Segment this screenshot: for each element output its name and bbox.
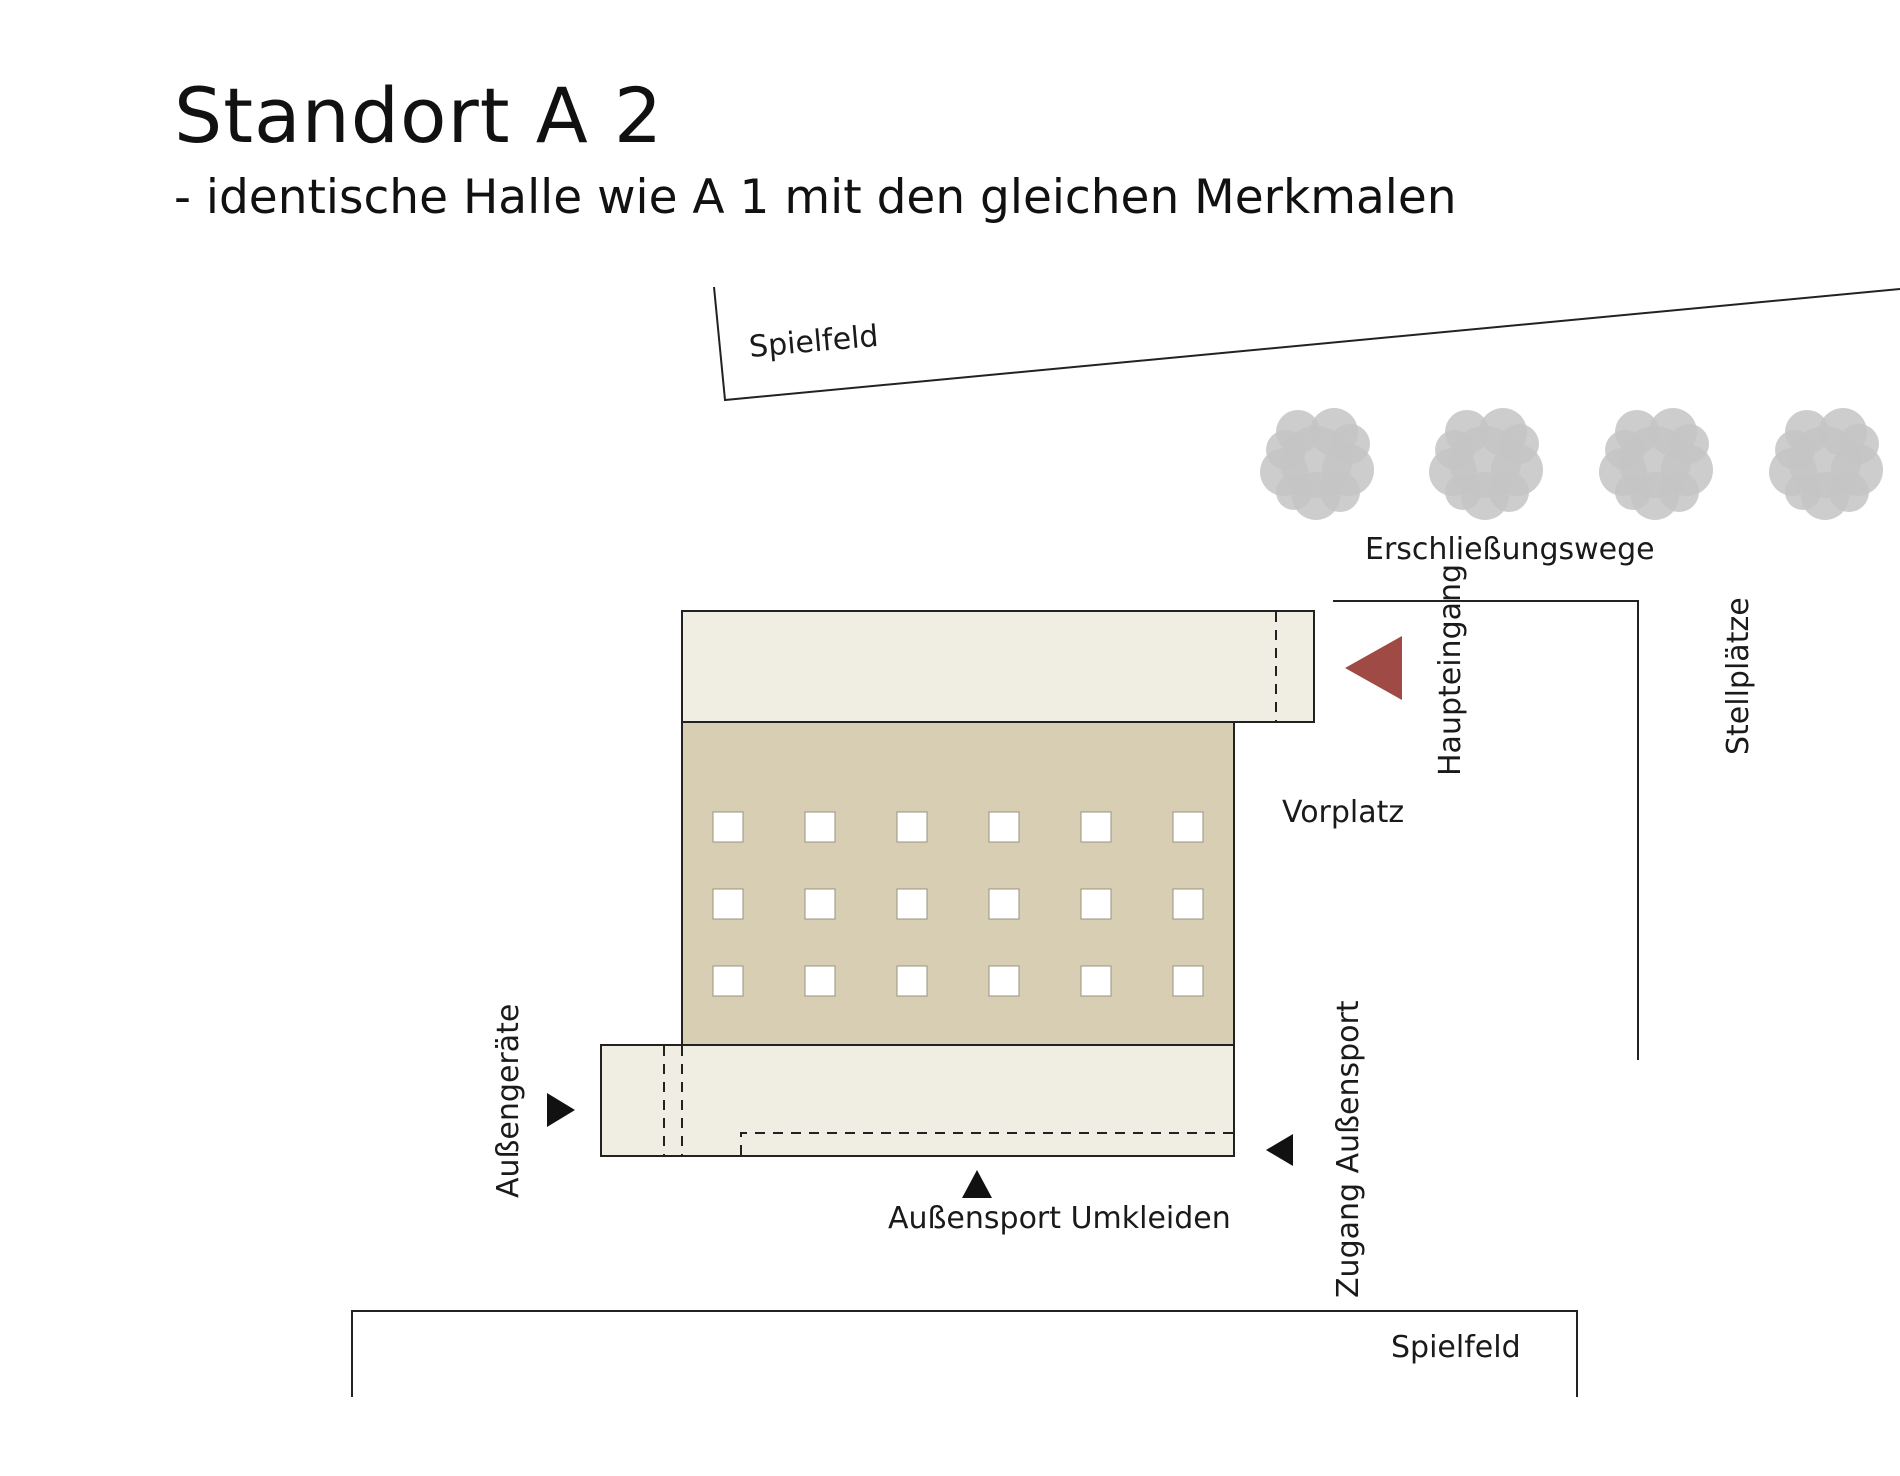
page-title: Standort A 2 (174, 71, 664, 160)
tree-icon (1429, 408, 1543, 520)
field-top-label: Spielfeld (748, 319, 880, 365)
skylight (712, 965, 744, 997)
skylight (1080, 965, 1112, 997)
field-bottom-boundary (351, 1310, 1578, 1397)
skylight-grid (712, 811, 1204, 997)
forecourt-label: Vorplatz (1282, 795, 1404, 830)
skylight (896, 888, 928, 920)
access-path-line (1333, 600, 1639, 1060)
tree-row (1260, 408, 1883, 520)
skylight (1172, 888, 1204, 920)
tree-icon (1599, 408, 1713, 520)
skylight (896, 965, 928, 997)
skylight (988, 888, 1020, 920)
skylight (1172, 811, 1204, 843)
access-path-label: Erschließungswege (1365, 532, 1655, 567)
entrance-annex (681, 610, 1315, 723)
skylight (988, 965, 1020, 997)
outdoor-access-arrow (1266, 1134, 1293, 1166)
parking-label: Stellplätze (1721, 597, 1756, 755)
field-bottom-label: Spielfeld (1391, 1330, 1521, 1365)
tree-icon (1260, 408, 1374, 520)
skylight (804, 888, 836, 920)
outdoor-access-label: Zugang Außensport (1331, 1000, 1366, 1298)
outdoor-equipment-arrow (547, 1093, 575, 1127)
skylight (804, 965, 836, 997)
skylight (988, 811, 1020, 843)
sports-hall (681, 721, 1235, 1046)
skylight (712, 888, 744, 920)
skylight (804, 811, 836, 843)
skylight (896, 811, 928, 843)
skylight (1080, 888, 1112, 920)
page-subtitle: - identische Halle wie A 1 mit den gleic… (174, 170, 1457, 225)
skylight (1080, 811, 1112, 843)
tree-icon (1769, 408, 1883, 520)
skylight (1172, 965, 1204, 997)
skylight (712, 811, 744, 843)
field-top-boundary (713, 286, 1900, 402)
outdoor-changing-label: Außensport Umkleiden (888, 1201, 1231, 1236)
annex-dashed-line (740, 1132, 1236, 1155)
changing-annex (600, 1044, 1235, 1157)
main-entrance-marker (1345, 636, 1402, 700)
main-entrance-label: Haupteingang (1433, 564, 1468, 776)
outdoor-changing-arrow (962, 1170, 992, 1198)
outdoor-equipment-label: Außengeräte (491, 1004, 526, 1198)
